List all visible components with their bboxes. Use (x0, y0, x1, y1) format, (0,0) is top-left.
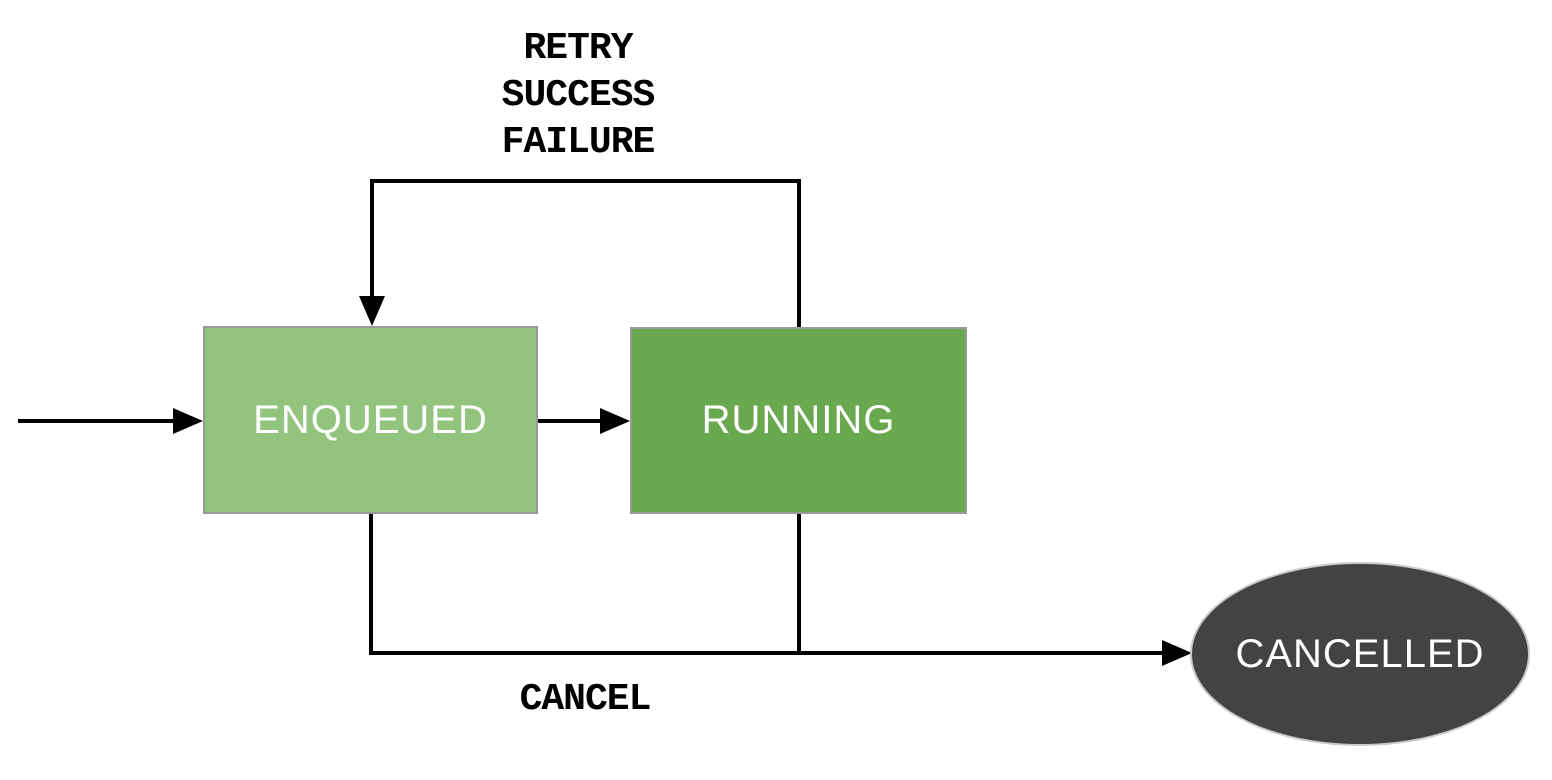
edge-label-retry: RETRY (523, 27, 633, 70)
state-label-cancelled: CANCELLED (1235, 631, 1485, 676)
state-node-running: RUNNING (630, 327, 967, 514)
arrowhead-into-cancelled-icon (1162, 640, 1192, 666)
edge-label-success: SUCCESS (501, 74, 656, 117)
state-label-running: RUNNING (701, 398, 896, 442)
edge-label-cancel-wrap: CANCEL (485, 676, 685, 723)
edge-running-to-enqueued-horizontal (370, 179, 801, 183)
edge-labels-running-to-enqueued: RETRY SUCCESS FAILURE (438, 25, 718, 166)
edge-start-to-enqueued-line (18, 419, 173, 423)
state-label-enqueued: ENQUEUED (253, 397, 488, 442)
edge-running-to-enqueued-vertical-up (797, 179, 801, 327)
state-node-enqueued: ENQUEUED (203, 326, 538, 514)
edge-enqueued-to-cancelled-vertical (369, 514, 373, 655)
edge-label-cancel: CANCEL (519, 678, 652, 721)
edge-running-to-enqueued-vertical-down (370, 179, 374, 298)
arrowhead-into-enqueued-left-icon (173, 408, 203, 434)
edge-running-to-cancelled-vertical (797, 514, 801, 655)
arrowhead-into-running-left-icon (600, 408, 630, 434)
arrowhead-into-enqueued-top-icon (359, 296, 385, 326)
state-node-cancelled: CANCELLED (1190, 562, 1530, 746)
edge-to-cancelled-horizontal (369, 651, 1162, 655)
edge-enqueued-to-running-line (538, 419, 600, 423)
edge-label-failure: FAILURE (501, 121, 656, 164)
